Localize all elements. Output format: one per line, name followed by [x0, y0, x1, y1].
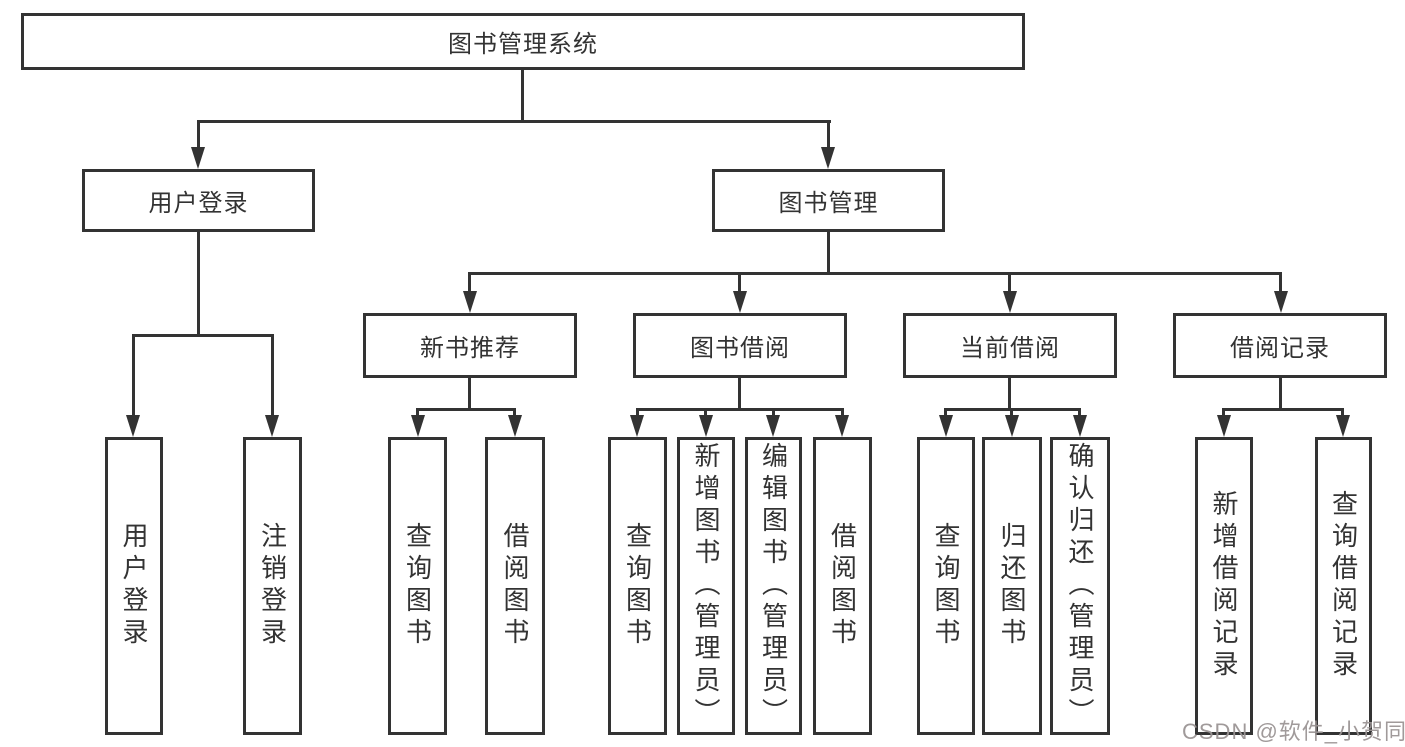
node-user-login: 用户登录 — [105, 437, 163, 735]
node-book-borrow: 图书借阅 — [633, 313, 847, 378]
node-label: 查询图书 — [931, 522, 961, 650]
node-label: 借阅图书 — [500, 522, 530, 650]
arrow-down-icon — [1336, 415, 1350, 437]
node-label: 借阅图书 — [827, 522, 858, 650]
node-label: 用户登录 — [148, 190, 249, 217]
arrow-down-icon — [411, 415, 425, 437]
node-return-books: 归还图书 — [982, 437, 1042, 735]
node-root-system: 图书管理系统 — [21, 13, 1025, 70]
node-label: 查询图书 — [402, 522, 433, 650]
connector-line — [944, 408, 947, 416]
node-query-borrow-record: 查询借阅记录 — [1315, 437, 1372, 735]
arrow-down-icon — [699, 415, 713, 437]
arrow-down-icon — [1274, 291, 1288, 313]
connector-line — [827, 232, 830, 272]
arrow-down-icon — [939, 415, 953, 437]
connector-line — [1222, 408, 1225, 416]
connector-line — [636, 408, 843, 411]
arrow-down-icon — [1217, 415, 1231, 437]
arrow-down-icon — [1073, 415, 1087, 437]
node-add-borrow-record: 新增借阅记录 — [1195, 437, 1253, 735]
connector-line — [416, 408, 419, 416]
arrow-down-icon — [630, 415, 644, 437]
connector-line — [470, 272, 1282, 275]
node-borrow-books-recommend: 借阅图书 — [485, 437, 545, 735]
arrow-down-icon — [191, 147, 205, 169]
node-label: 借阅记录 — [1230, 335, 1330, 362]
node-logout: 注销登录 — [243, 437, 302, 735]
connector-line — [417, 408, 516, 411]
node-label: 查询借阅记录 — [1328, 490, 1359, 682]
node-label: 用户登录 — [119, 522, 149, 650]
watermark: CSDN @软件_小贺同学 — [1182, 719, 1405, 744]
connector-line — [468, 272, 471, 292]
connector-line — [1279, 378, 1282, 408]
connector-line — [772, 408, 775, 416]
connector-line — [704, 408, 707, 416]
arrow-down-icon — [126, 415, 140, 437]
node-label: 确认归还（管理员） — [1065, 442, 1095, 730]
node-new-book-recommend: 新书推荐 — [363, 313, 577, 378]
connector-line — [521, 70, 524, 120]
connector-line — [132, 334, 135, 416]
arrow-down-icon — [766, 415, 780, 437]
arrow-down-icon — [821, 147, 835, 169]
connector-line — [197, 120, 831, 123]
node-query-books-recommend: 查询图书 — [388, 437, 447, 735]
node-edit-books-admin: 编辑图书（管理员） — [745, 437, 802, 735]
connector-line — [1223, 408, 1344, 411]
node-label: 新书推荐 — [420, 335, 520, 362]
node-book-management: 图书管理 — [712, 169, 945, 232]
connector-line — [841, 408, 844, 416]
connector-line — [271, 334, 274, 416]
connector-line — [1010, 408, 1013, 416]
node-query-books-borrow: 查询图书 — [608, 437, 667, 735]
connector-line — [1279, 272, 1282, 292]
connector-line — [827, 120, 830, 148]
node-label: 图书管理 — [778, 190, 879, 217]
node-label: 新增借阅记录 — [1209, 490, 1239, 682]
connector-line — [1008, 378, 1011, 408]
node-add-books-admin: 新增图书（管理员） — [677, 437, 735, 735]
connector-line — [197, 120, 200, 148]
node-label: 编辑图书（管理员） — [758, 442, 789, 730]
connector-line — [197, 232, 200, 334]
node-query-books-current: 查询图书 — [917, 437, 975, 735]
connector-line — [132, 334, 273, 337]
connector-line — [738, 378, 741, 408]
node-label: 归还图书 — [997, 522, 1027, 650]
node-label: 查询图书 — [622, 522, 653, 650]
node-label: 图书管理系统 — [448, 31, 598, 58]
connector-line — [738, 272, 741, 292]
node-label: 新增图书（管理员） — [691, 442, 721, 730]
node-current-borrow: 当前借阅 — [903, 313, 1117, 378]
node-borrow-books: 借阅图书 — [813, 437, 872, 735]
connector-line — [468, 378, 471, 408]
node-user-login-group: 用户登录 — [82, 169, 315, 232]
node-label: 注销登录 — [257, 522, 288, 650]
node-borrow-records: 借阅记录 — [1173, 313, 1387, 378]
node-label: 当前借阅 — [960, 335, 1060, 362]
node-confirm-return-admin: 确认归还（管理员） — [1050, 437, 1110, 735]
connector-line — [513, 408, 516, 416]
connector-line — [636, 408, 639, 416]
connector-line — [1078, 408, 1081, 416]
arrow-down-icon — [1005, 415, 1019, 437]
arrow-down-icon — [265, 415, 279, 437]
arrow-down-icon — [463, 291, 477, 313]
arrow-down-icon — [1003, 291, 1017, 313]
arrow-down-icon — [835, 415, 849, 437]
connector-line — [1341, 408, 1344, 416]
connector-line — [945, 408, 1081, 411]
arrow-down-icon — [733, 291, 747, 313]
node-label: 图书借阅 — [690, 335, 790, 362]
connector-line — [1008, 272, 1011, 292]
arrow-down-icon — [508, 415, 522, 437]
